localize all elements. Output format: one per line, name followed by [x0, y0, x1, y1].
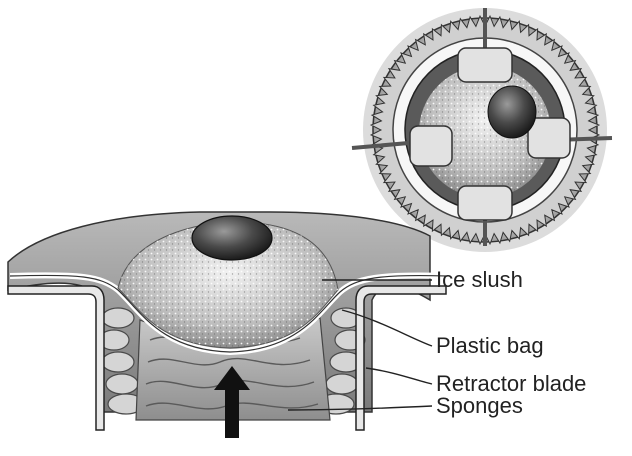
plastic-bag-label: Plastic bag	[436, 333, 544, 358]
sponges-label: Sponges	[436, 393, 523, 418]
left-retractor-blade	[8, 286, 104, 430]
kidney	[192, 216, 272, 260]
inset-top-view	[352, 8, 612, 252]
inset-kidney	[488, 86, 536, 138]
ice-slush-label: Ice slush	[436, 267, 523, 292]
cross-section	[8, 212, 446, 438]
retractor-blade-leader	[366, 368, 432, 384]
